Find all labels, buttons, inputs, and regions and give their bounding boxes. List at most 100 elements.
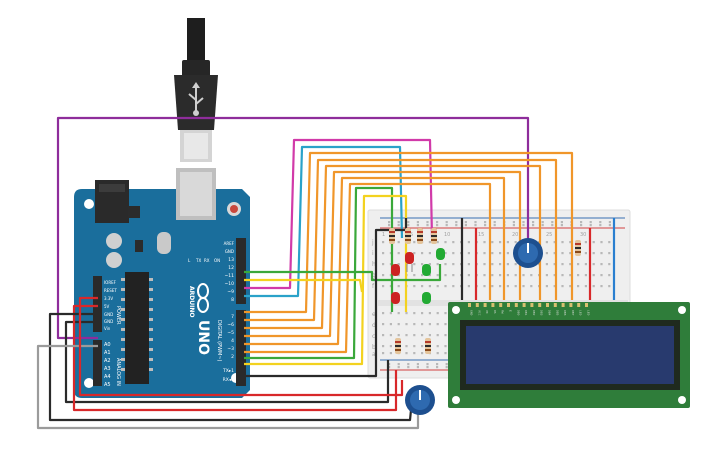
breadboard-hole[interactable]: [522, 285, 525, 288]
breadboard-hole[interactable]: [397, 323, 400, 326]
breadboard-hole[interactable]: [467, 274, 470, 277]
breadboard-hole[interactable]: [436, 312, 439, 315]
breadboard-hole[interactable]: [445, 363, 448, 366]
breadboard-hole[interactable]: [436, 224, 439, 227]
breadboard-hole[interactable]: [580, 221, 583, 224]
breadboard-hole[interactable]: [382, 352, 385, 355]
breadboard-hole[interactable]: [577, 285, 580, 288]
breadboard-hole[interactable]: [397, 252, 400, 255]
breadboard-hole[interactable]: [397, 285, 400, 288]
breadboard-hole[interactable]: [421, 323, 424, 326]
lcd-pin[interactable]: [468, 303, 471, 307]
breadboard-hole[interactable]: [545, 252, 548, 255]
breadboard-hole[interactable]: [397, 224, 400, 227]
breadboard-hole[interactable]: [382, 241, 385, 244]
breadboard-hole[interactable]: [484, 221, 487, 224]
breadboard-hole[interactable]: [474, 224, 477, 227]
breadboard-hole[interactable]: [522, 224, 525, 227]
breadboard-hole[interactable]: [436, 334, 439, 337]
breadboard-hole[interactable]: [428, 285, 431, 288]
breadboard-hole[interactable]: [530, 274, 533, 277]
breadboard-hole[interactable]: [389, 352, 392, 355]
breadboard-hole[interactable]: [569, 274, 572, 277]
breadboard-hole[interactable]: [444, 345, 447, 348]
breadboard-hole[interactable]: [514, 241, 517, 244]
lcd-pin[interactable]: [475, 303, 479, 307]
breadboard-hole[interactable]: [407, 221, 410, 224]
breadboard-hole[interactable]: [506, 241, 509, 244]
breadboard-hole[interactable]: [553, 252, 556, 255]
breadboard-hole[interactable]: [584, 241, 587, 244]
breadboard-hole[interactable]: [592, 241, 595, 244]
breadboard-hole[interactable]: [444, 241, 447, 244]
breadboard-hole[interactable]: [569, 241, 572, 244]
breadboard-hole[interactable]: [512, 224, 515, 227]
lcd-pin[interactable]: [577, 303, 581, 307]
breadboard-hole[interactable]: [467, 285, 470, 288]
breadboard-hole[interactable]: [421, 274, 424, 277]
breadboard-hole[interactable]: [580, 224, 583, 227]
breadboard-hole[interactable]: [608, 221, 611, 224]
breadboard-hole[interactable]: [599, 221, 602, 224]
breadboard-hole[interactable]: [407, 224, 410, 227]
breadboard-hole[interactable]: [436, 285, 439, 288]
breadboard-hole[interactable]: [522, 274, 525, 277]
breadboard-hole[interactable]: [467, 252, 470, 255]
breadboard-hole[interactable]: [592, 263, 595, 266]
breadboard-hole[interactable]: [389, 312, 392, 315]
lcd-pin[interactable]: [553, 303, 557, 307]
breadboard-hole[interactable]: [452, 285, 455, 288]
breadboard-hole[interactable]: [561, 274, 564, 277]
breadboard-hole[interactable]: [553, 274, 556, 277]
breadboard-hole[interactable]: [382, 252, 385, 255]
breadboard-hole[interactable]: [428, 323, 431, 326]
lcd-pin[interactable]: [585, 303, 588, 307]
breadboard-hole[interactable]: [569, 252, 572, 255]
breadboard-hole[interactable]: [397, 312, 400, 315]
breadboard-hole[interactable]: [382, 334, 385, 337]
breadboard-hole[interactable]: [483, 241, 486, 244]
breadboard-hole[interactable]: [464, 221, 467, 224]
breadboard-hole[interactable]: [530, 285, 533, 288]
breadboard-hole[interactable]: [405, 312, 408, 315]
breadboard-hole[interactable]: [428, 274, 431, 277]
breadboard-hole[interactable]: [428, 334, 431, 337]
breadboard-hole[interactable]: [428, 252, 431, 255]
breadboard-hole[interactable]: [413, 352, 416, 355]
breadboard-hole[interactable]: [436, 323, 439, 326]
breadboard-hole[interactable]: [506, 285, 509, 288]
breadboard-hole[interactable]: [608, 263, 611, 266]
breadboard-hole[interactable]: [514, 263, 517, 266]
breadboard-hole[interactable]: [600, 241, 603, 244]
breadboard-hole[interactable]: [444, 252, 447, 255]
breadboard-hole[interactable]: [600, 252, 603, 255]
lcd-pin[interactable]: [538, 303, 542, 307]
breadboard-hole[interactable]: [436, 352, 439, 355]
breadboard-hole[interactable]: [589, 221, 592, 224]
breadboard-hole[interactable]: [426, 366, 429, 369]
breadboard-hole[interactable]: [444, 334, 447, 337]
breadboard-hole[interactable]: [413, 274, 416, 277]
breadboard-hole[interactable]: [514, 274, 517, 277]
breadboard-hole[interactable]: [413, 263, 416, 266]
breadboard-hole[interactable]: [589, 224, 592, 227]
breadboard-hole[interactable]: [436, 221, 439, 224]
breadboard-hole[interactable]: [506, 252, 509, 255]
breadboard-hole[interactable]: [467, 263, 470, 266]
breadboard-hole[interactable]: [608, 274, 611, 277]
breadboard-hole[interactable]: [553, 263, 556, 266]
breadboard-hole[interactable]: [426, 221, 429, 224]
breadboard-hole[interactable]: [551, 224, 554, 227]
breadboard-hole[interactable]: [491, 241, 494, 244]
breadboard-hole[interactable]: [608, 252, 611, 255]
breadboard-hole[interactable]: [541, 224, 544, 227]
breadboard-hole[interactable]: [413, 345, 416, 348]
breadboard-hole[interactable]: [388, 224, 391, 227]
breadboard-hole[interactable]: [553, 285, 556, 288]
arduino-uno-board[interactable]: IOREF RESET 3.3V 5V GND GND Vin POWER A0…: [74, 168, 250, 398]
breadboard-hole[interactable]: [436, 241, 439, 244]
breadboard-hole[interactable]: [577, 274, 580, 277]
breadboard-hole[interactable]: [382, 312, 385, 315]
breadboard-hole[interactable]: [413, 312, 416, 315]
breadboard-hole[interactable]: [474, 221, 477, 224]
